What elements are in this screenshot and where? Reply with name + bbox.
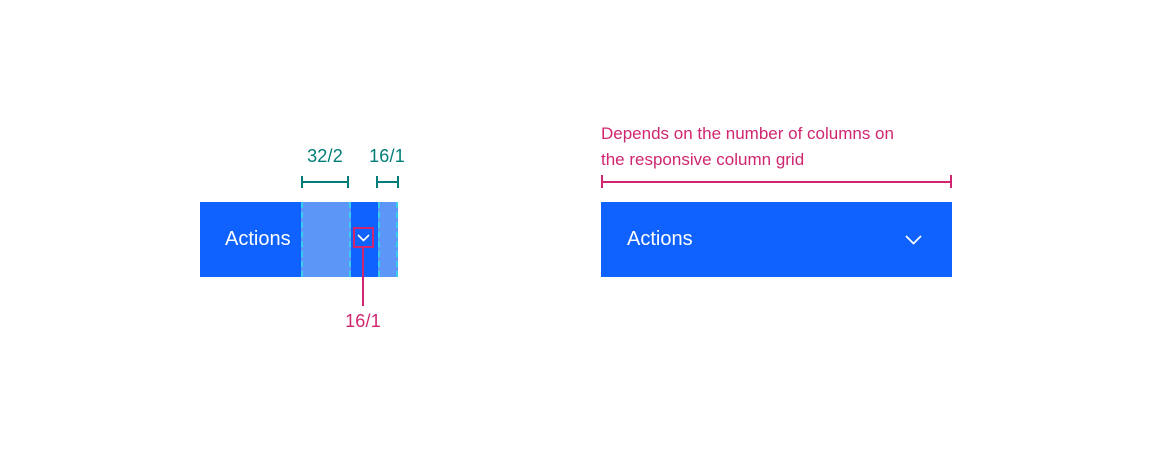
chevron-down-icon: [905, 234, 922, 245]
padding-measure-label: 32/2: [307, 146, 343, 166]
chevron-down-icon: [357, 233, 370, 242]
width-annotation: Depends on the number of columns on the …: [601, 121, 894, 173]
icon-size-measure-label: 16/1: [345, 311, 381, 331]
width-measure-bracket: [601, 175, 952, 188]
width-annotation-line2: the responsive column grid: [601, 150, 805, 169]
width-annotation-line1: Depends on the number of columns on: [601, 124, 894, 143]
edge-measure-label: 16/1: [369, 146, 405, 166]
padding-measure-bracket: [301, 176, 349, 188]
button-label: Actions: [627, 228, 693, 250]
edge-measure-bracket: [376, 176, 399, 188]
padding-spacing-overlay: [301, 202, 351, 277]
actions-dropdown-button[interactable]: Actions: [601, 202, 952, 277]
icon-size-highlight-box: [353, 227, 374, 248]
icon-size-leader-line: [362, 248, 364, 306]
actions-dropdown-button[interactable]: Actions: [200, 202, 398, 277]
edge-spacing-overlay: [378, 202, 398, 277]
button-label: Actions: [225, 228, 291, 250]
